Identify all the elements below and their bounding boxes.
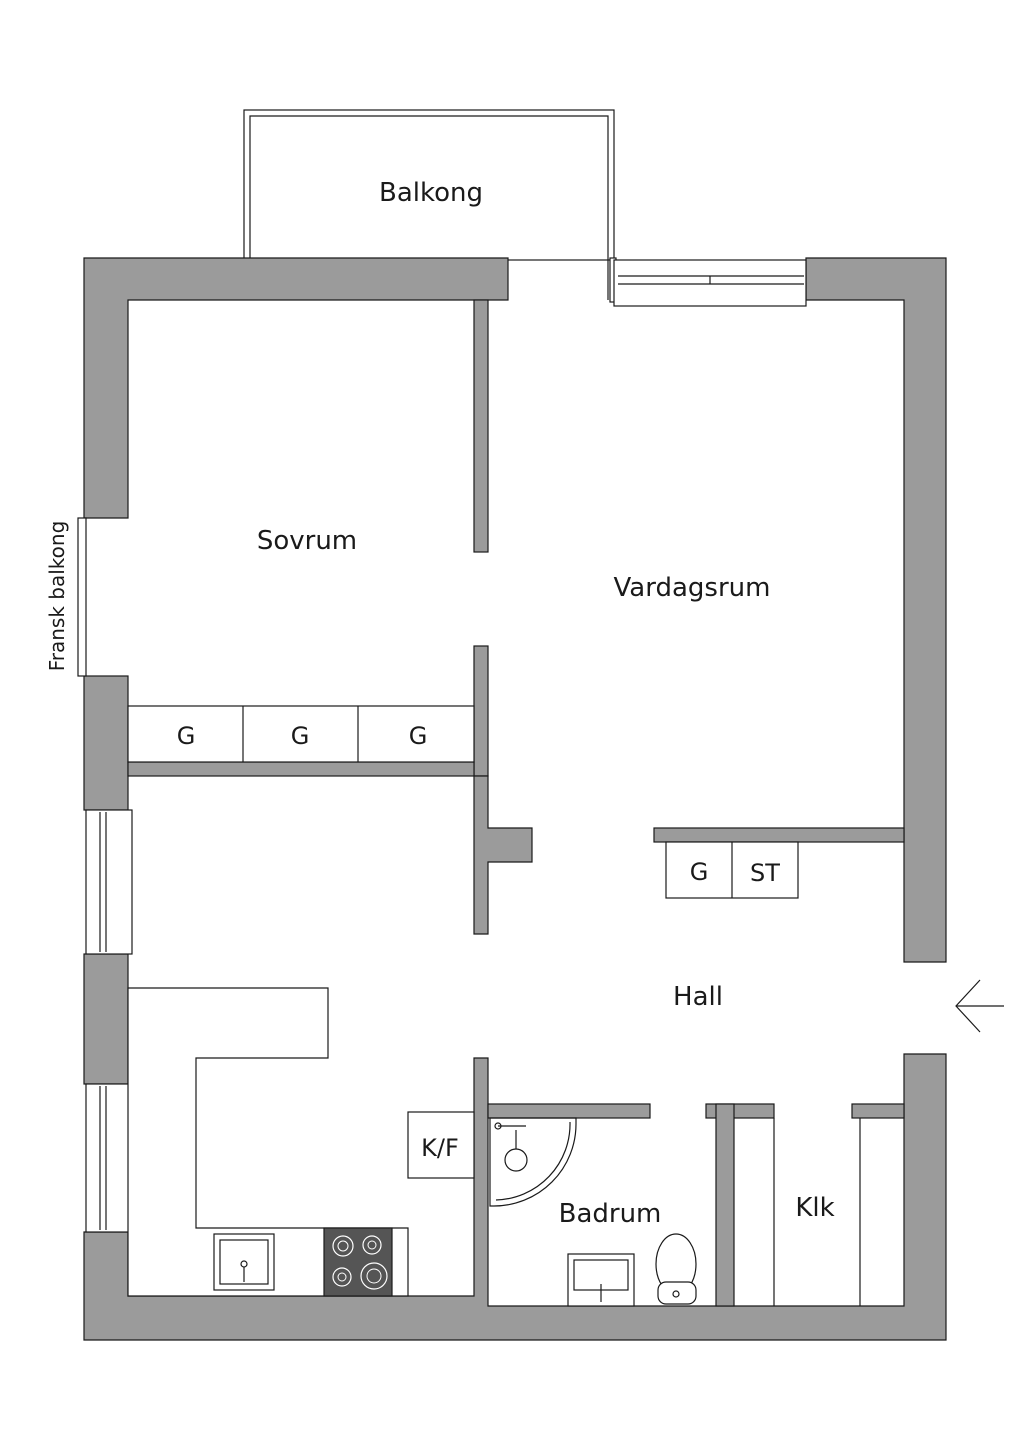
wardrobe-label: G	[690, 858, 709, 886]
wardrobe-label: G	[409, 722, 428, 750]
bedroom-wardrobes: G G G	[127, 705, 475, 763]
klk-shelves	[773, 1118, 861, 1306]
room-label-hall: Hall	[673, 982, 723, 1012]
room-label-klk: Klk	[795, 1193, 834, 1223]
washbasin-icon	[567, 1253, 635, 1307]
sink-icon	[213, 1233, 275, 1291]
fridge-freezer: K/F	[407, 1111, 475, 1179]
window-kitchen-upper	[85, 809, 133, 955]
window-kitchen-lower	[85, 1083, 133, 1233]
entrance-arrow-icon	[955, 979, 1004, 1033]
interior-walls	[127, 299, 905, 1307]
storage-label: ST	[750, 859, 780, 887]
french-balcony-door	[77, 517, 87, 677]
room-label-vardagsrum: Vardagsrum	[614, 573, 771, 603]
shower-icon	[489, 1117, 577, 1207]
room-label-balkong: Balkong	[379, 178, 483, 208]
room-label-sovrum: Sovrum	[257, 526, 357, 556]
stove-icon	[323, 1227, 393, 1297]
room-label-badrum: Badrum	[559, 1199, 662, 1229]
wardrobe-label: G	[177, 722, 196, 750]
exterior-walls	[83, 257, 947, 1341]
label-fransk-balkong: Fransk balkong	[45, 521, 69, 672]
hall-wardrobes: G ST	[665, 841, 799, 899]
fridge-freezer-label: K/F	[421, 1134, 459, 1162]
wardrobe-label: G	[291, 722, 310, 750]
window-living-room	[613, 259, 807, 307]
toilet-icon	[655, 1233, 697, 1305]
